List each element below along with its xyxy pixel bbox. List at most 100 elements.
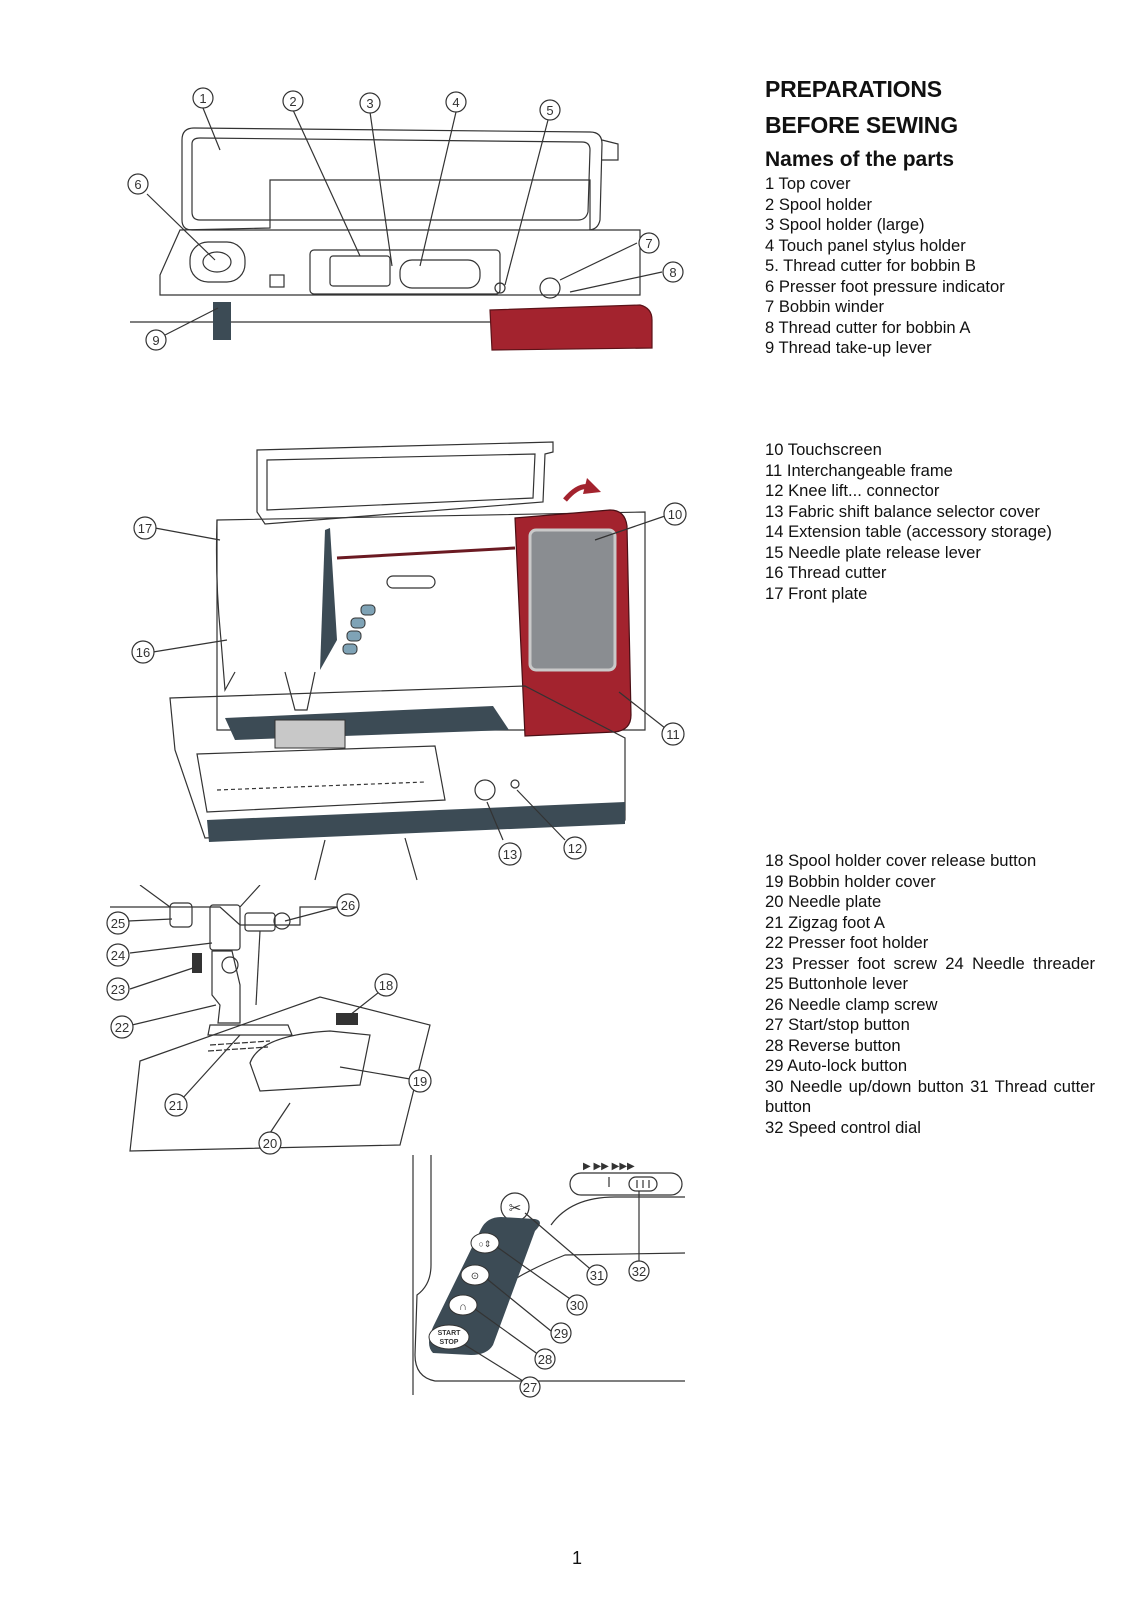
part-item: 21 Zigzag foot A (765, 912, 885, 932)
callout-19: 19 (408, 1069, 432, 1093)
part-item: 10 Touchscreen (765, 440, 882, 459)
part-item: 17 Front plate (765, 583, 868, 603)
machine-head (216, 511, 646, 731)
svg-text:4: 4 (452, 95, 459, 110)
svg-text:13: 13 (503, 847, 517, 862)
start-label: START (438, 1330, 462, 1337)
presser-foot-screw (221, 956, 239, 974)
part-item: 19 Bobbin holder cover (765, 871, 936, 891)
svg-text:26: 26 (341, 898, 355, 913)
svg-text:30: 30 (570, 1298, 584, 1313)
stop-label: STOP (440, 1339, 459, 1346)
auto-lock-icon: ⊙ (471, 1271, 479, 1282)
speed-slider-small (386, 575, 436, 589)
reverse-button[interactable] (448, 1294, 478, 1316)
dark-button-panel (429, 1217, 540, 1355)
needle-plate (129, 996, 431, 1152)
section-title-line1: PREPARATIONS (765, 76, 942, 102)
part-item: 9 Thread take-up lever (765, 338, 932, 357)
part-item: 28 Reverse button (765, 1035, 901, 1055)
callout-23: 23 (106, 977, 130, 1001)
callout-5: 5 (539, 99, 561, 121)
needle-up-down-button[interactable] (470, 1232, 500, 1254)
part-item: 30 Needle up/down button 31 Thread cutte… (765, 1076, 1095, 1117)
parts-list-2: 10 Touchscreen 11 Interchangeable frame … (765, 440, 1052, 604)
speed-control-dial[interactable] (628, 1176, 658, 1192)
bed-base-dark (207, 802, 625, 842)
callout-9: 9 (145, 329, 167, 351)
callout-29: 29 (550, 1322, 572, 1344)
arm-underside (110, 906, 350, 926)
speed-marks: ▶ ▶▶ ▶▶▶ (583, 1161, 635, 1172)
svg-text:3: 3 (366, 96, 373, 111)
callout-20: 20 (258, 1131, 282, 1155)
callout-25: 25 (106, 911, 130, 935)
part-item: 7 Bobbin winder (765, 297, 885, 316)
callout-18: 18 (374, 973, 398, 997)
raised-lid (256, 441, 554, 525)
part-item: 18 Spool holder cover release button (765, 851, 1037, 870)
part-item: 14 Extension table (accessory storage) (765, 522, 1052, 541)
threader-lever (192, 953, 202, 973)
callout-2: 2 (282, 90, 304, 112)
callout-11: 11 (661, 722, 685, 746)
svg-text:19: 19 (413, 1074, 427, 1089)
callout-1: 1 (192, 87, 214, 109)
spool-holder-large (399, 259, 481, 289)
spool-compartment (309, 249, 501, 295)
part-item: 15 Needle plate release lever (765, 542, 981, 562)
start-stop-button[interactable] (428, 1324, 470, 1350)
balance-selector-cover (474, 779, 496, 801)
part-item: 29 Auto-lock button (765, 1056, 908, 1075)
svg-text:12: 12 (568, 841, 582, 856)
red-front-panel (489, 304, 653, 351)
part-item: 22 Presser foot holder (765, 933, 929, 952)
needle-up-down-icon: ○⇕ (479, 1239, 492, 1249)
svg-text:10: 10 (668, 507, 682, 522)
part-item: 12 Knee lift... connector (765, 481, 940, 500)
svg-text:18: 18 (379, 978, 393, 993)
bed-plate-dark (225, 706, 509, 740)
auto-lock-button[interactable] (460, 1264, 490, 1286)
part-item: 3 Spool holder (large) (765, 215, 925, 234)
buttonhole-lever (169, 902, 193, 928)
small-latch (269, 274, 285, 288)
part-item: 4 Touch panel stylus holder (765, 235, 966, 255)
knee-lift-connector (510, 779, 520, 789)
front-plate-curve (215, 519, 236, 693)
callout-28: 28 (534, 1348, 556, 1370)
callout-31: 31 (586, 1264, 608, 1286)
callout-22: 22 (110, 1015, 134, 1039)
speed-slider-track (569, 1172, 683, 1196)
svg-text:16: 16 (136, 645, 150, 660)
callout-12: 12 (563, 836, 587, 860)
svg-text:25: 25 (111, 916, 125, 931)
page-number: 1 (572, 1548, 583, 1568)
figure-button-panel: ▶ ▶▶ ▶▶▶ ✂ ○⇕ ⊙ ∩ START STOP 31 32 30 29… (412, 1155, 686, 1398)
part-item: 8 Thread cutter for bobbin A (765, 317, 971, 337)
svg-text:21: 21 (169, 1098, 183, 1113)
svg-text:20: 20 (263, 1136, 277, 1151)
extension-table (196, 745, 446, 813)
callout-21: 21 (164, 1093, 188, 1117)
zigzag-foot (207, 1024, 293, 1036)
parts-list-1: 1 Top cover 2 Spool holder 3 Spool holde… (765, 174, 1005, 359)
scissors-icon: ✂ (509, 1200, 522, 1217)
callout-7: 7 (638, 232, 660, 254)
machine-edge (412, 1155, 685, 1395)
svg-text:28: 28 (538, 1352, 552, 1367)
needle-clamp (244, 912, 276, 932)
svg-text:27: 27 (523, 1380, 537, 1395)
callout-30: 30 (566, 1294, 588, 1316)
callout-24: 24 (106, 943, 130, 967)
needle-plate-area (274, 719, 346, 749)
pressure-dial-well (189, 241, 246, 283)
part-item: 6 Presser foot pressure indicator (765, 276, 1005, 296)
svg-text:24: 24 (111, 948, 125, 963)
thread-cutter-b (494, 282, 506, 294)
svg-text:22: 22 (115, 1020, 129, 1035)
pressure-dial (202, 251, 232, 273)
accessory-storage-dash (216, 781, 426, 791)
section-title-line2: BEFORE SEWING (765, 112, 958, 138)
svg-text:2: 2 (289, 94, 296, 109)
